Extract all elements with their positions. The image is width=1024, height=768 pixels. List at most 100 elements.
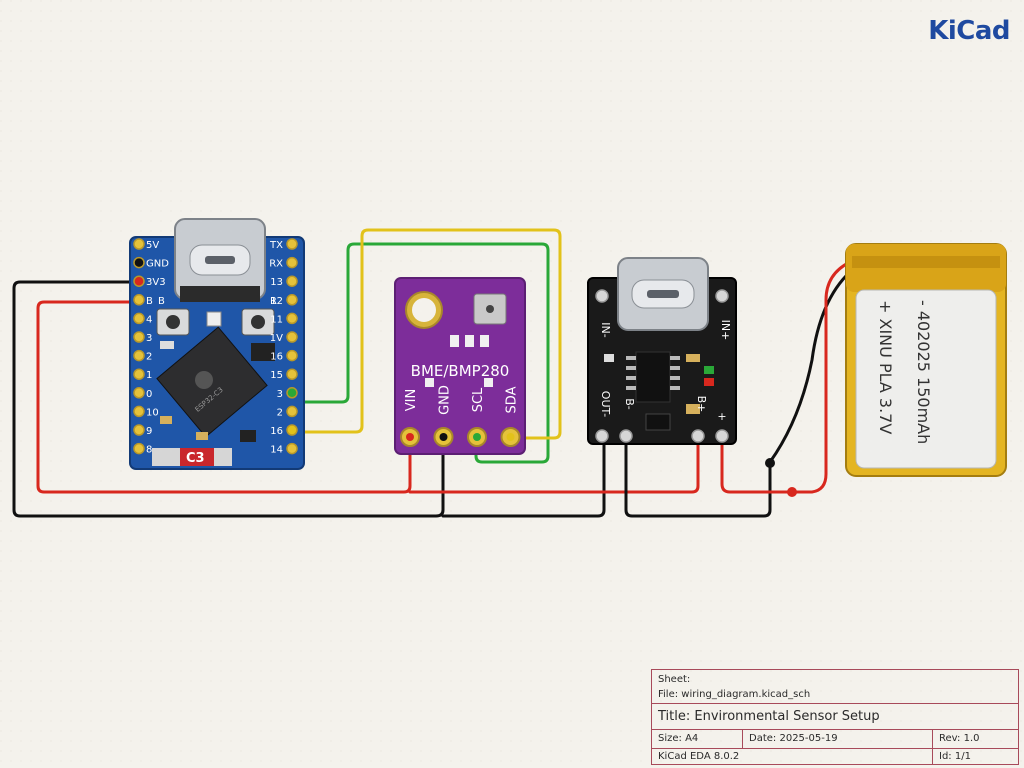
esp32-right-pin-label: 16 xyxy=(270,352,283,363)
esp32-left-pin[interactable] xyxy=(133,275,145,287)
junction-red xyxy=(787,487,797,497)
esp32-left-pin[interactable] xyxy=(133,405,145,418)
charger-pad[interactable] xyxy=(595,429,609,443)
size-label: Size: xyxy=(658,733,682,744)
charger-board[interactable]: IN-IN+OUT-B-B++ xyxy=(587,257,737,445)
charger-pad[interactable] xyxy=(595,289,609,303)
wire-3v3-red[interactable] xyxy=(36,300,412,494)
esp32-right-pin-label: 16 xyxy=(270,426,283,437)
wire-green[interactable] xyxy=(290,242,550,464)
date-value: 2025-05-19 xyxy=(779,733,838,744)
wire-gnd-black[interactable] xyxy=(12,280,445,518)
wire-gnd-black-2[interactable] xyxy=(441,436,606,518)
logo-text-b: Cad xyxy=(956,16,1010,46)
esp32-left-pin[interactable] xyxy=(133,312,145,325)
id-value: 1/1 xyxy=(954,751,971,762)
file-row: File: wiring_diagram.kicad_sch xyxy=(658,689,810,700)
tool-name: KiCad EDA 8.0.2 xyxy=(658,751,740,762)
esp32-left-pin-label: 8 xyxy=(146,445,152,456)
battery-line1: - 402025 150mAh xyxy=(914,300,933,444)
esp32-right-pin[interactable] xyxy=(286,368,298,380)
file-value: wiring_diagram.kicad_sch xyxy=(681,689,811,700)
size-date-row: Size: A4 Date: 2025-05-19 Rev: 1.0 xyxy=(652,729,1018,748)
esp32-right-pin[interactable] xyxy=(286,294,298,306)
title-block: Sheet: File: wiring_diagram.kicad_sch Ti… xyxy=(651,669,1019,765)
esp32-left-pin-label: 0 xyxy=(146,389,152,400)
wire-bplus-red[interactable] xyxy=(720,260,852,494)
sensor-pin-label: SDA xyxy=(505,386,520,413)
esp32-right-pin[interactable] xyxy=(286,442,298,455)
charger-pin-label: IN- xyxy=(599,322,612,337)
esp32-right-pin[interactable] xyxy=(286,405,298,418)
esp32-right-pin[interactable] xyxy=(286,387,298,399)
esp32-left-pin-label: 3V3 xyxy=(146,277,166,288)
charger-pins: IN-IN+OUT-B-B++ xyxy=(595,289,732,443)
esp32-right-pin-label: 15 xyxy=(270,370,283,381)
lipo-battery[interactable]: - 402025 150mAh + XINU PLA 3.7V xyxy=(845,243,1007,477)
sensor-pin-label: SCL xyxy=(471,387,486,412)
sensor-pin-label: VIN xyxy=(404,389,419,411)
charger-pin-label: + xyxy=(717,410,726,423)
bme280-board[interactable]: BME/BMP280 VIN GND SCL SDA xyxy=(394,277,526,455)
esp32-right-pin[interactable] xyxy=(286,312,298,325)
esp32-right-pin[interactable] xyxy=(286,331,298,343)
esp32-left-pin[interactable] xyxy=(133,331,145,343)
sensor-pin-hole xyxy=(406,433,414,441)
date-label: Date: xyxy=(749,733,777,744)
esp32-left-pin-label: 2 xyxy=(146,352,152,363)
esp32-right-pin-label: RX xyxy=(269,259,283,270)
charger-pin-label: B- xyxy=(623,398,636,410)
esp32-right-pin[interactable] xyxy=(286,275,298,287)
button-label-b: B xyxy=(158,296,165,307)
esp32-right-pin-label: 13 xyxy=(270,277,283,288)
esp32-left-pin[interactable] xyxy=(133,368,145,380)
esp32-left-pin-label: 1 xyxy=(146,370,152,381)
wire-3v3-red-2[interactable] xyxy=(408,436,700,494)
esp32-left-pin[interactable] xyxy=(133,424,145,436)
charger-pad[interactable] xyxy=(691,429,705,443)
esp32-right-pin-label: TX xyxy=(269,240,283,251)
size-value: A4 xyxy=(685,733,699,744)
esp32-left-pin-label: 4 xyxy=(146,314,152,325)
esp32-left-pin[interactable] xyxy=(133,256,145,269)
esp32-right-pin[interactable] xyxy=(286,256,298,269)
esp32-right-pin[interactable] xyxy=(286,349,298,362)
esp32-left-pin-label: GND xyxy=(146,259,169,270)
sensor-pin-hole xyxy=(439,433,448,441)
charger-pin-label: IN+ xyxy=(719,320,732,341)
battery-line2: + XINU PLA 3.7V xyxy=(876,300,895,434)
sensor-name: BME/BMP280 xyxy=(411,362,510,380)
sensor-pin-label: GND xyxy=(438,385,453,415)
tool-row: KiCad EDA 8.0.2 Id: 1/1 xyxy=(652,748,1018,765)
esp32-left-pin-label: 10 xyxy=(146,407,159,418)
sheet-label: Sheet: xyxy=(658,674,691,685)
esp32-left-pin[interactable] xyxy=(133,387,145,399)
esp32-left-pin[interactable] xyxy=(133,238,145,250)
esp32-right-pin-label: 11 xyxy=(270,314,283,325)
esp32-right-pin[interactable] xyxy=(286,424,298,436)
charger-pad[interactable] xyxy=(619,429,633,443)
esp32-right-pin[interactable] xyxy=(286,238,298,250)
esp32-left-pin-label: 3 xyxy=(146,333,152,344)
rev-label: Rev: xyxy=(939,733,961,744)
esp32-label: C3 xyxy=(186,451,205,466)
title-value: Environmental Sensor Setup xyxy=(694,709,880,724)
charger-pad[interactable] xyxy=(715,429,729,443)
esp32-left-pin[interactable] xyxy=(133,294,145,306)
file-label: File: xyxy=(658,689,679,700)
esp32-left-pin[interactable] xyxy=(133,442,145,455)
kicad-logo: KiCad xyxy=(928,16,1010,46)
esp32-right-pin-label: 12 xyxy=(270,296,283,307)
rev-value: 1.0 xyxy=(963,733,980,744)
sensor-pins: VIN GND SCL SDA xyxy=(400,385,521,447)
logo-text-a: Ki xyxy=(928,16,957,46)
title-label: Title: xyxy=(658,709,691,724)
esp32-right-pin-label: 14 xyxy=(270,445,283,456)
esp32-left-pin[interactable] xyxy=(133,349,145,362)
charger-pad[interactable] xyxy=(715,289,729,303)
wire-yellow[interactable] xyxy=(290,228,562,440)
sensor-pin-hole xyxy=(506,433,515,441)
